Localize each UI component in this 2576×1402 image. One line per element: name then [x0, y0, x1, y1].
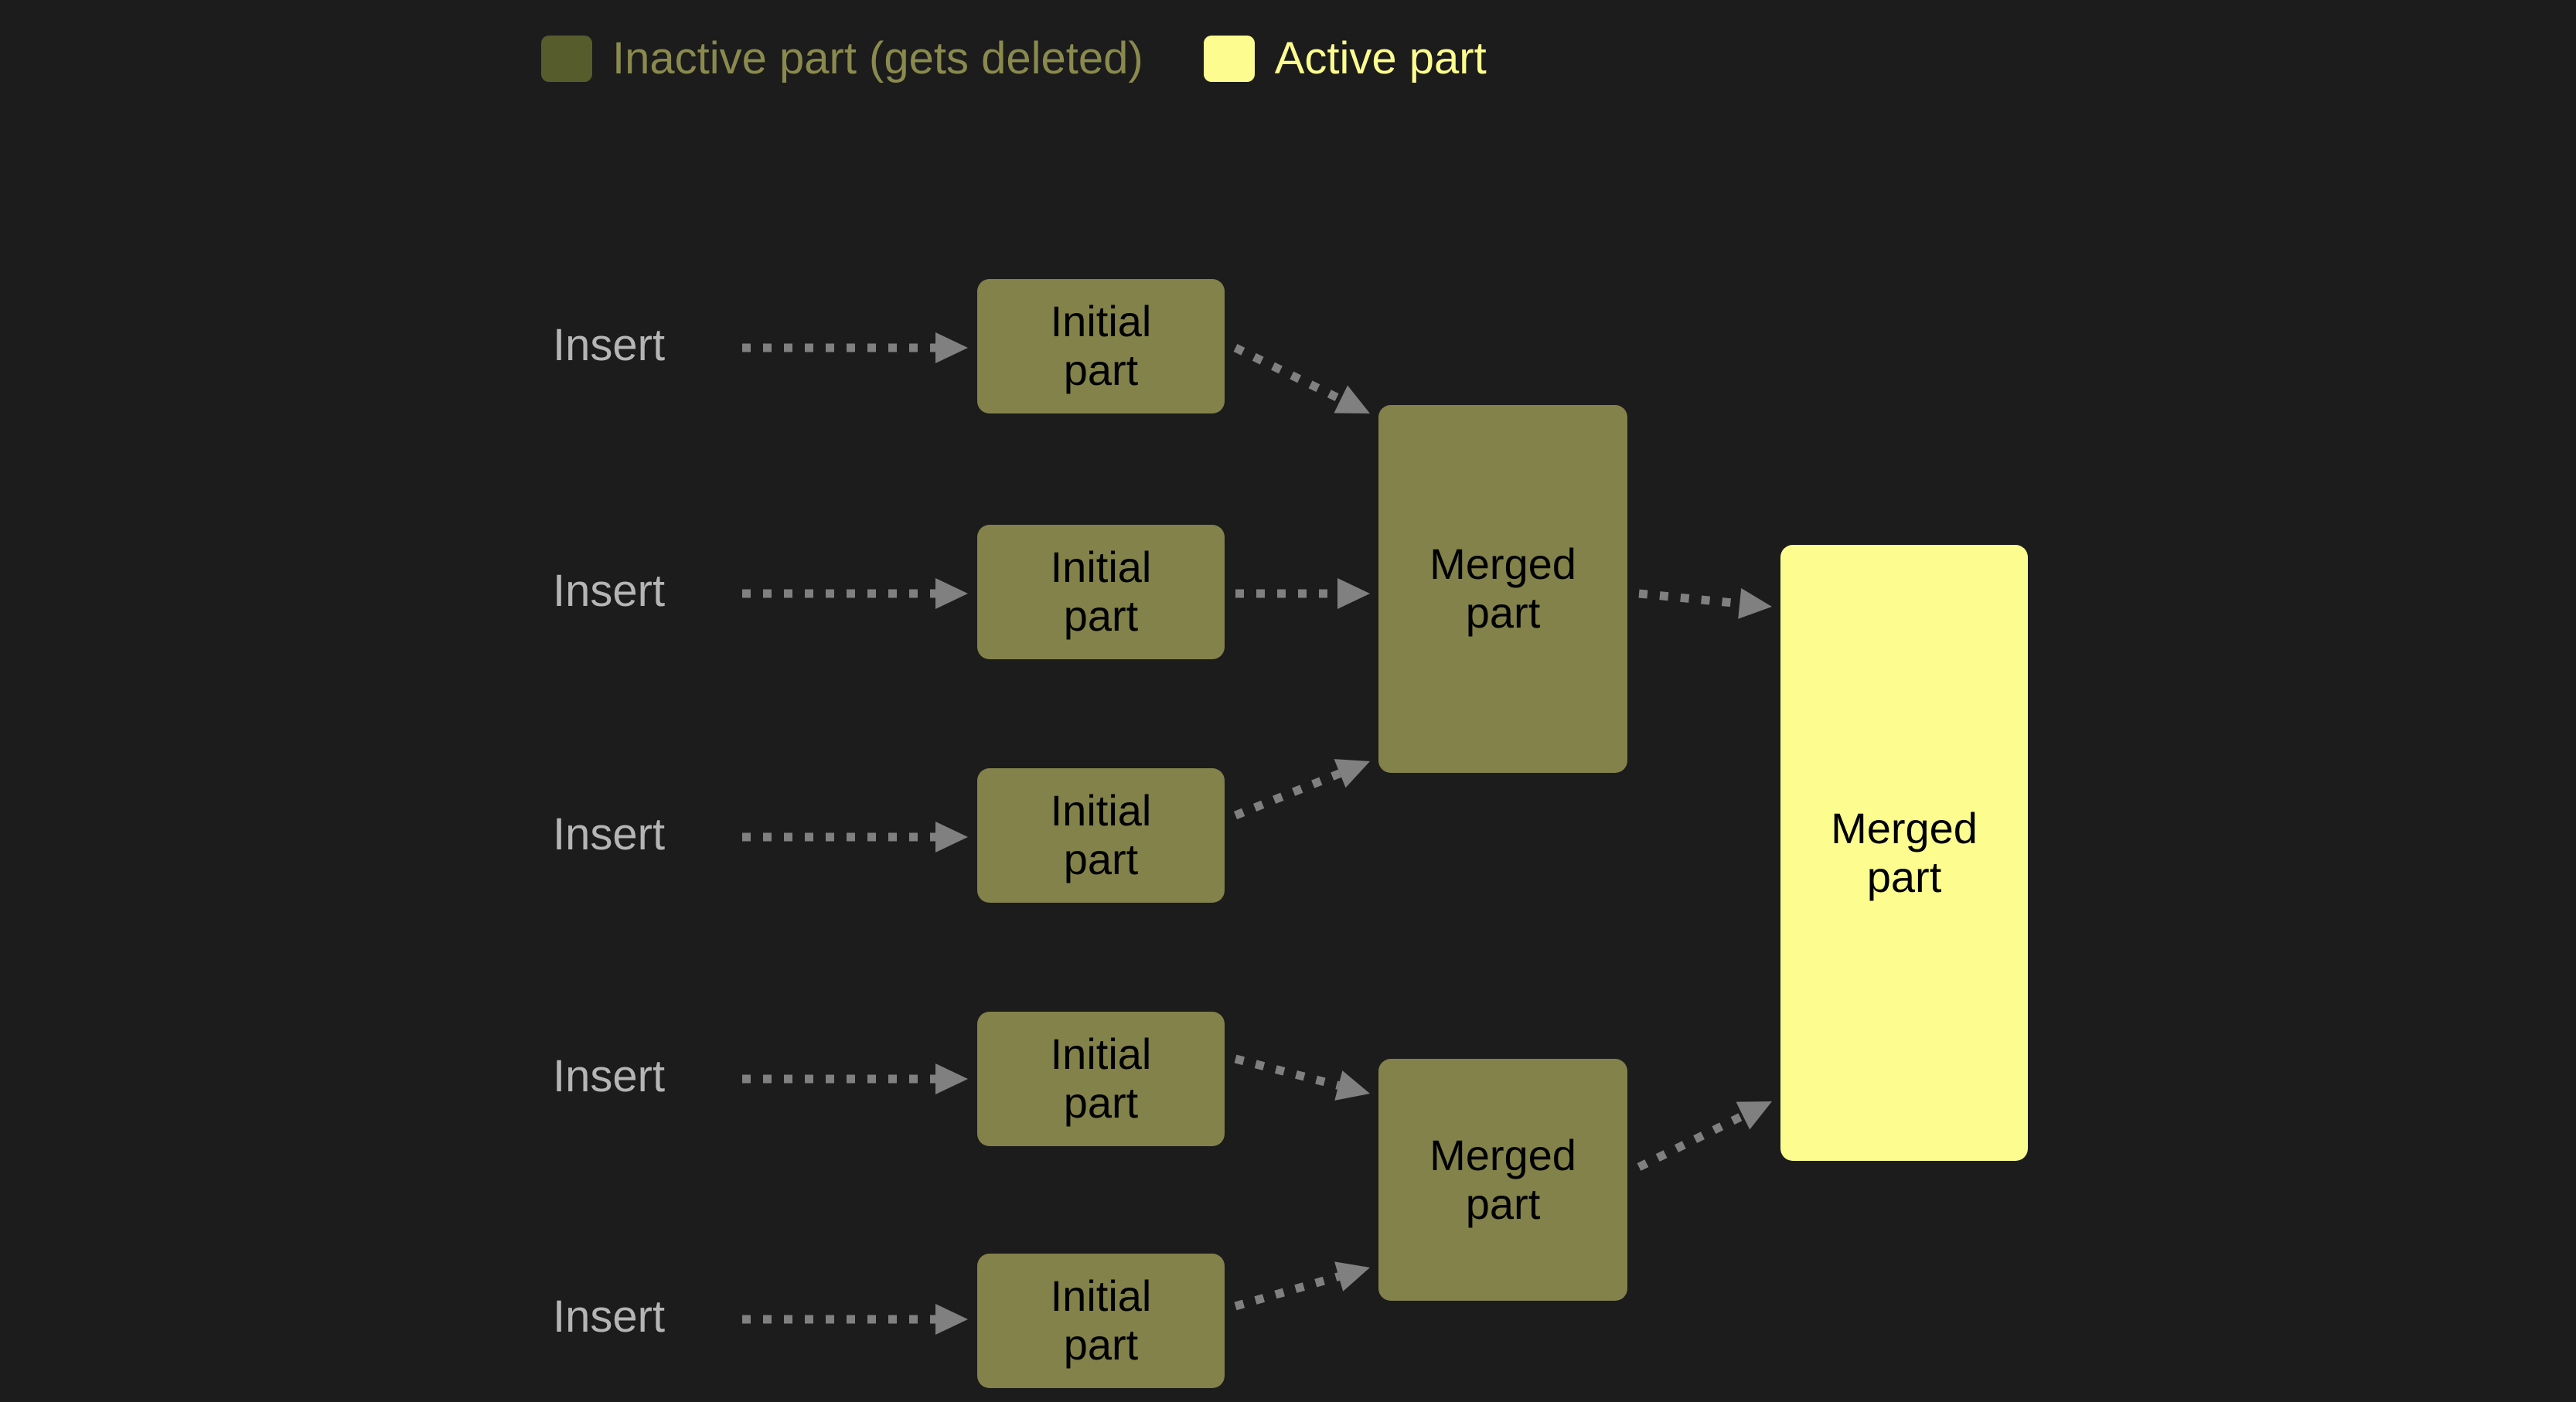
node-initial-part-5: Initial part [977, 1254, 1225, 1388]
arrowhead-icon [935, 332, 968, 363]
legend-swatch-inactive-icon [541, 36, 592, 82]
arrowhead-icon [1334, 759, 1370, 788]
arrow-edge-ip5-mbot [1234, 1261, 1370, 1311]
node-initial-part-3: Initial part [977, 768, 1225, 903]
legend-item-active: Active part [1203, 33, 1487, 83]
node-label: Merged part [1429, 539, 1576, 637]
insert-label-1: Insert [553, 320, 666, 370]
legend-item-inactive: Inactive part (gets deleted) [541, 36, 1143, 82]
arrowhead-icon [1337, 578, 1370, 609]
arrow-edge-insert-5 [742, 1304, 968, 1335]
node-merged-part-top: Merged part [1378, 405, 1627, 773]
insert-label-3: Insert [553, 809, 666, 859]
node-initial-part-2: Initial part [977, 525, 1225, 659]
node-initial-part-1: Initial part [977, 279, 1225, 413]
node-merged-part-active: Merged part [1780, 545, 2028, 1161]
node-label: Initial part [1050, 297, 1152, 394]
arrowhead-icon [935, 1063, 968, 1094]
arrowhead-icon [1738, 587, 1772, 619]
arrow-edge-mtop-final [1638, 587, 1772, 619]
arrowhead-icon [1334, 385, 1370, 413]
node-label: Merged part [1831, 803, 1978, 901]
arrowhead-icon [1736, 1101, 1772, 1130]
insert-label-4: Insert [553, 1051, 666, 1101]
arrowhead-icon [935, 578, 968, 609]
arrow-edge-ip2-mtop [1235, 578, 1370, 609]
legend: Inactive part (gets deleted) Active part [541, 22, 1487, 96]
node-label: Initial part [1050, 1029, 1152, 1127]
node-initial-part-4: Initial part [977, 1012, 1225, 1146]
node-merged-part-bottom: Merged part [1378, 1059, 1627, 1301]
node-label: Initial part [1050, 543, 1152, 640]
arrow-edge-ip1-mtop [1233, 344, 1370, 413]
arrow-edge-ip4-mbot [1234, 1054, 1370, 1101]
arrowhead-icon [1334, 1261, 1370, 1291]
node-label: Initial part [1050, 786, 1152, 883]
arrowhead-icon [935, 1304, 968, 1335]
legend-label-active: Active part [1274, 33, 1487, 83]
insert-label-2: Insert [553, 566, 666, 616]
insert-label-5: Insert [553, 1291, 666, 1342]
arrow-edge-insert-3 [742, 822, 968, 852]
arrow-edge-ip3-mtop [1233, 759, 1370, 820]
arrow-edge-insert-4 [742, 1063, 968, 1094]
arrow-edge-mbot-final [1637, 1101, 1772, 1171]
arrow-edge-insert-1 [742, 332, 968, 363]
arrowhead-icon [935, 822, 968, 852]
legend-label-inactive: Inactive part (gets deleted) [612, 33, 1143, 83]
arrowhead-icon [1334, 1070, 1370, 1101]
node-label: Merged part [1429, 1130, 1576, 1228]
arrow-edge-insert-2 [742, 578, 968, 609]
node-label: Initial part [1050, 1271, 1152, 1369]
legend-swatch-active-icon [1203, 36, 1255, 82]
